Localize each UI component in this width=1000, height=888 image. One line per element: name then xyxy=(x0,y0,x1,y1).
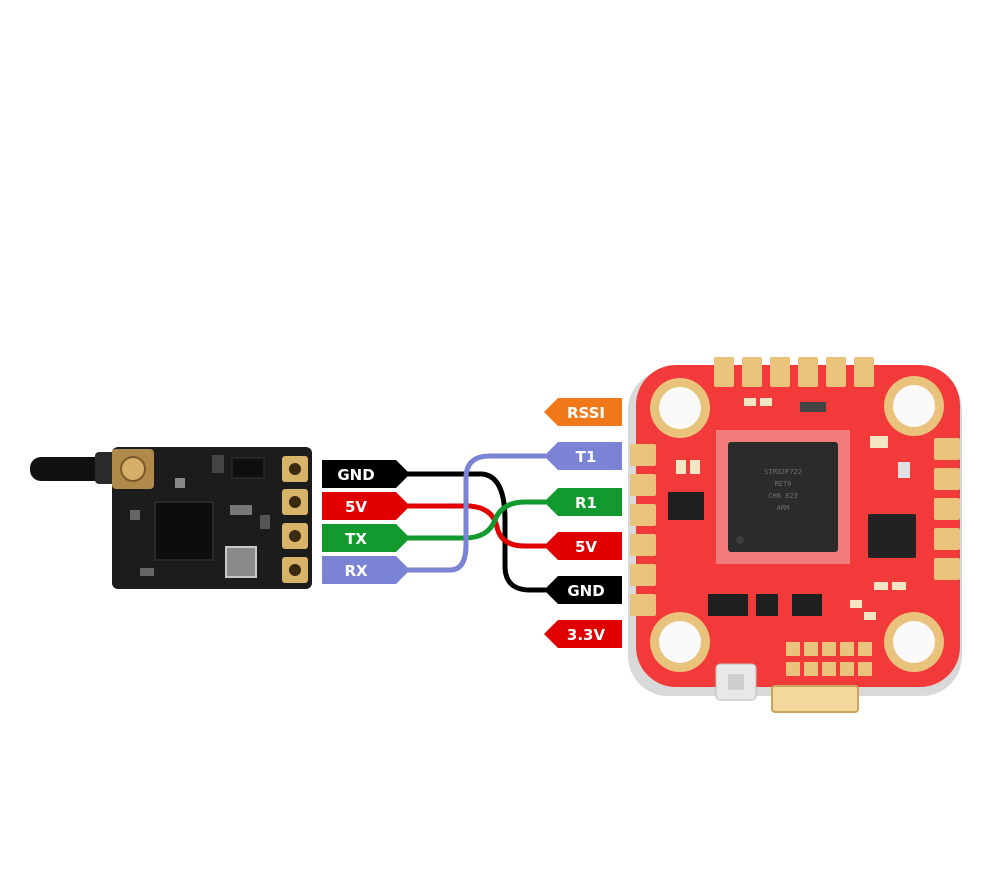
boot-button xyxy=(715,663,757,701)
fc-label-3v3: 3.3V xyxy=(544,620,622,648)
tag-label-text: TX xyxy=(345,530,367,548)
fc-label-5v: 5V xyxy=(544,532,622,560)
receiver-pads xyxy=(282,456,308,583)
wires xyxy=(393,453,548,593)
chip-marking-line: RET6 xyxy=(775,480,792,488)
usb-connector xyxy=(771,685,859,713)
fc-right-pads xyxy=(934,438,960,580)
fc-label-r1: R1 xyxy=(544,488,622,516)
receiver-pin-labels: GND 5V TX RX xyxy=(322,460,410,584)
tag-label-text: GND xyxy=(567,582,604,600)
chip-marking-line: STM32F722 xyxy=(764,468,802,476)
fc-pin-labels: RSSI T1 R1 5V GND 3.3V xyxy=(544,398,622,648)
tag-label-text: GND xyxy=(337,466,374,484)
wire-tx xyxy=(393,499,548,541)
rx-label-tx: TX xyxy=(322,524,410,552)
mounting-holes xyxy=(650,376,944,672)
tag-label-text: R1 xyxy=(575,494,597,512)
rx-label-rx: RX xyxy=(322,556,410,584)
receiver-board xyxy=(30,447,312,589)
chip-marking-line: ARM xyxy=(777,504,790,512)
fc-left-pads xyxy=(630,444,656,616)
fc-top-pads xyxy=(714,357,874,387)
fc-label-gnd: GND xyxy=(544,576,622,604)
wire-gnd xyxy=(393,471,548,593)
wire-rx xyxy=(393,453,548,573)
flight-controller-board: STM32F722 RET6 CHN 823 ARM xyxy=(628,357,962,713)
tag-label-text: 3.3V xyxy=(567,626,606,644)
mcu-chip: STM32F722 RET6 CHN 823 ARM xyxy=(716,430,850,564)
rx-label-5v: 5V xyxy=(322,492,410,520)
fc-label-rssi: RSSI xyxy=(544,398,622,426)
rx-label-gnd: GND xyxy=(322,460,410,488)
crystal xyxy=(225,546,257,578)
tag-label-text: 5V xyxy=(575,538,597,556)
gyro-chip xyxy=(868,514,916,558)
tag-label-text: 5V xyxy=(345,498,367,516)
tag-label-text: RX xyxy=(344,562,368,580)
receiver-chip xyxy=(154,501,214,561)
fc-label-t1: T1 xyxy=(544,442,622,470)
chip-marking-line: CHN 823 xyxy=(768,492,798,500)
wire-5v xyxy=(393,503,548,549)
tag-label-text: T1 xyxy=(576,448,597,466)
fc-bottom-pads xyxy=(786,642,872,676)
fc-components xyxy=(668,398,910,620)
tag-label-text: RSSI xyxy=(567,404,605,422)
